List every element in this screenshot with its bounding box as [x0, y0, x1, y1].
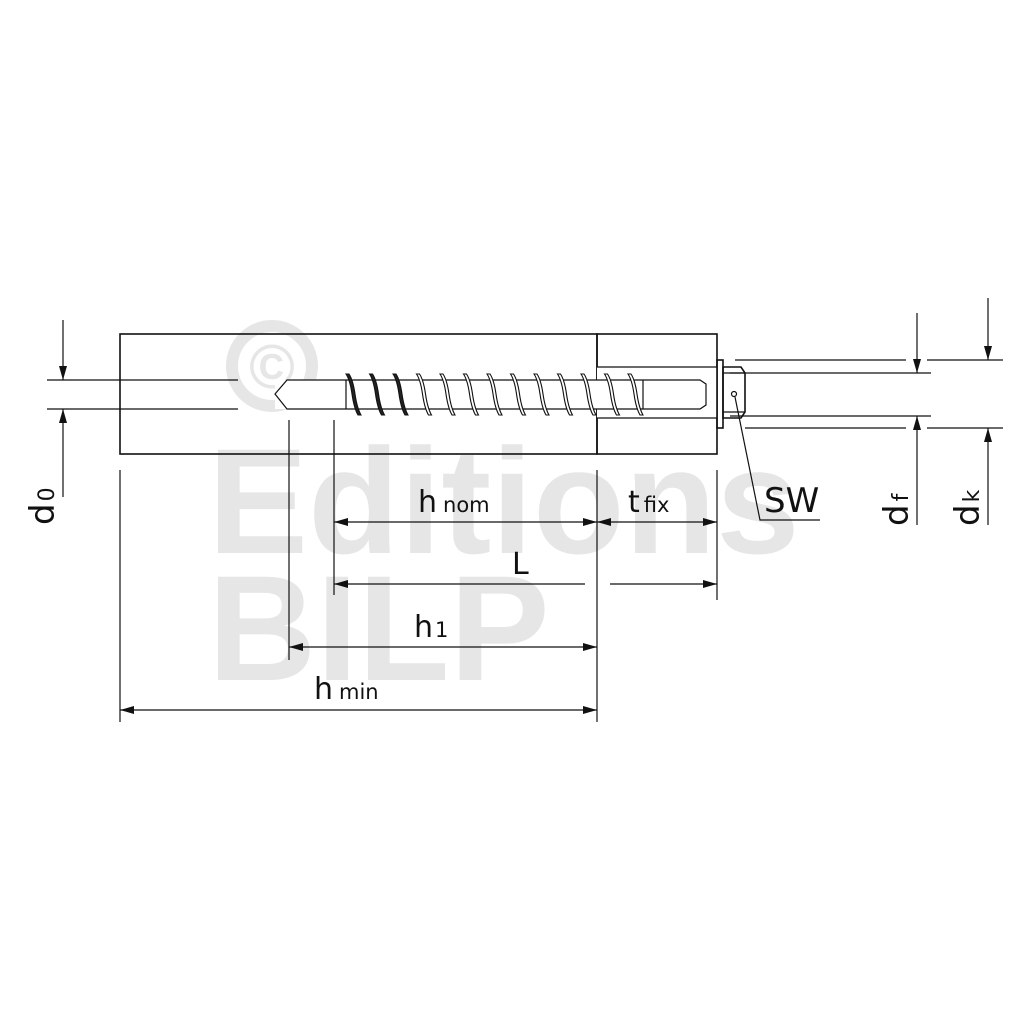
- thread-flight: [532, 373, 550, 416]
- dimension-df-dk: df dk: [730, 298, 1003, 526]
- label-dk: dk: [948, 489, 988, 526]
- thread-flight: [438, 373, 456, 416]
- thread-flight: [485, 373, 503, 416]
- label-L: L: [512, 547, 529, 582]
- dimension-h1: h1: [289, 610, 597, 651]
- hex-head: [722, 366, 746, 419]
- thread-flight: [462, 373, 480, 416]
- dimension-SW: SW: [734, 396, 820, 521]
- extension-lines: [119, 420, 718, 722]
- thread-flight: [391, 373, 409, 416]
- watermark: © Editions BILP: [208, 320, 800, 712]
- label-SW: SW: [764, 481, 819, 521]
- thread-flight: [415, 373, 433, 416]
- drill-hole: [275, 380, 597, 409]
- watermark-line1: Editions: [208, 417, 800, 585]
- dimension-L: L: [334, 547, 717, 588]
- screw-threads: [344, 373, 644, 416]
- thread-flight: [626, 373, 644, 416]
- concrete-screw: [274, 359, 746, 429]
- thread-flight: [509, 373, 527, 416]
- head-center-mark: [730, 390, 738, 398]
- label-h1: h1: [414, 610, 448, 645]
- thread-flight: [603, 373, 621, 416]
- thread-flight: [368, 373, 386, 416]
- thread-flight: [556, 373, 574, 416]
- thread-flight: [344, 373, 362, 416]
- watermark-line2: BILP: [208, 544, 550, 712]
- thread-flight: [579, 373, 597, 416]
- dimension-d0: d0: [23, 320, 238, 525]
- label-df: df: [877, 492, 917, 526]
- label-d0: d0: [23, 487, 63, 525]
